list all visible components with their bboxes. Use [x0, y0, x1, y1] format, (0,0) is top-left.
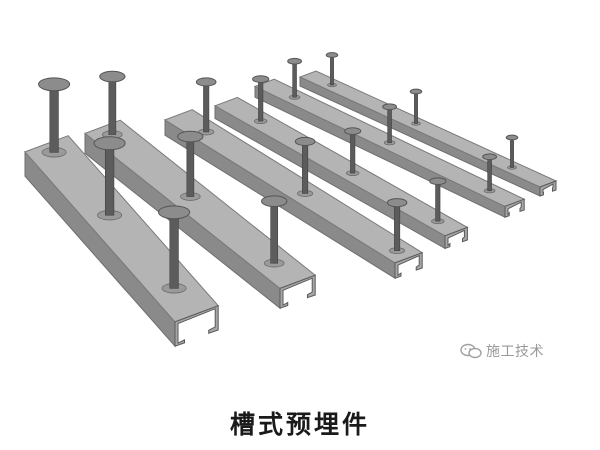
anchor-head — [261, 195, 288, 207]
anchor-head — [409, 88, 423, 95]
anchor-stem — [186, 136, 195, 197]
channel-end-profile — [279, 274, 316, 309]
channel-end-profile — [174, 304, 219, 347]
anchor-head — [482, 153, 498, 161]
anchor-stem — [258, 78, 264, 122]
watermark: 施工技术 — [460, 341, 544, 361]
anchor-stem — [487, 156, 492, 192]
anchor-head — [195, 77, 217, 87]
anchor-head — [177, 130, 204, 143]
anchor-stem — [510, 137, 514, 168]
anchor-stem — [104, 142, 115, 216]
anchor-stem — [350, 130, 356, 174]
channel-end-profile — [539, 180, 557, 197]
channel-end-profile — [444, 226, 468, 250]
anchor-stem — [435, 180, 441, 222]
anchor-head — [93, 136, 126, 151]
watermark-text: 施工技术 — [486, 344, 544, 360]
anchor-head — [158, 205, 191, 220]
anchor-head — [38, 77, 71, 92]
anchor-head — [287, 57, 303, 65]
anchor-head — [382, 103, 398, 111]
anchor-head — [386, 198, 408, 208]
anchor-stem — [414, 91, 418, 124]
anchor-head — [429, 177, 447, 186]
anchor-head — [505, 134, 519, 141]
anchor-stem — [330, 54, 334, 86]
anchor-head — [325, 52, 339, 58]
anchor-stem — [270, 200, 279, 264]
anchor-stem — [387, 106, 392, 144]
anchor-stem — [302, 141, 309, 194]
anchor-stem — [108, 76, 117, 135]
anchor-stem — [203, 81, 210, 133]
embedded-channel-illustration — [24, 52, 558, 348]
anchor-stem — [394, 202, 401, 251]
wechat-icon — [460, 343, 482, 359]
anchor-head — [344, 127, 362, 135]
anchor-stem — [169, 212, 179, 289]
anchor-stem — [49, 84, 59, 153]
anchor-head — [252, 75, 270, 83]
caption: 槽式预埋件 — [229, 410, 370, 439]
anchor-head — [294, 136, 316, 147]
channel-end-profile — [394, 251, 423, 279]
anchor-head — [99, 70, 126, 83]
embedded-channel-drawing — [24, 52, 558, 348]
channel-end-profile — [504, 198, 525, 218]
anchor-stem — [292, 60, 297, 98]
